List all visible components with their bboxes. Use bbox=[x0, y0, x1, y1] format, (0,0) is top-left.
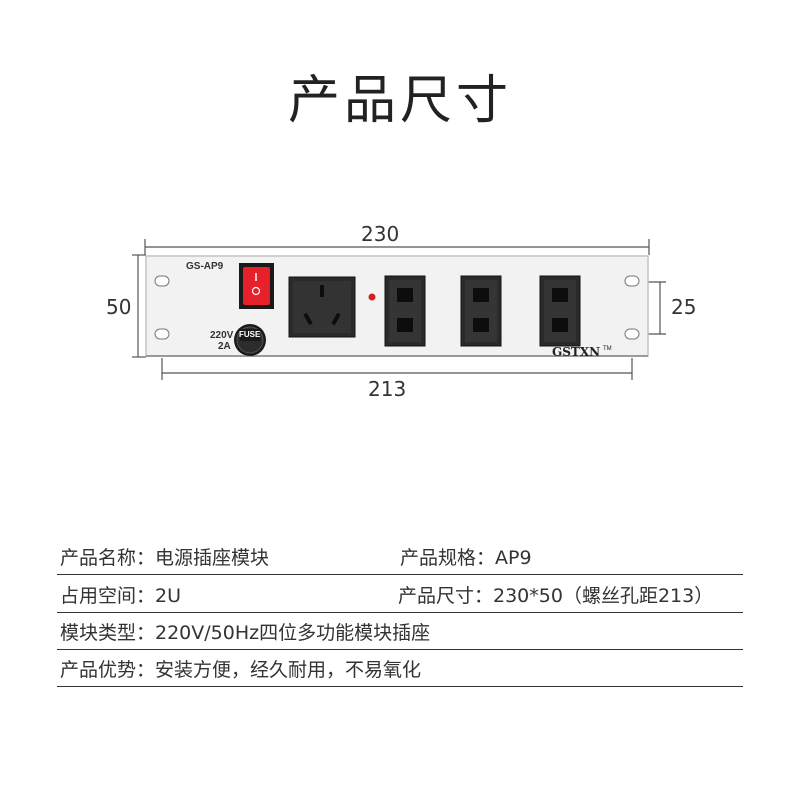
power-switch[interactable] bbox=[239, 263, 274, 309]
model-label: GS-AP9 bbox=[186, 261, 224, 272]
spec-row: 产品名称：电源插座模块 产品规格：AP9 bbox=[57, 537, 743, 575]
hole-horizontal-dimension-label: 213 bbox=[368, 377, 407, 401]
power-indicator-light bbox=[368, 293, 376, 301]
mounting-hole-top-left bbox=[154, 275, 170, 287]
hole-horizontal-dimension-line bbox=[161, 358, 633, 380]
fuse-label: FUSE bbox=[239, 330, 261, 339]
fuse-rating-voltage: 220V bbox=[210, 330, 234, 341]
universal-socket-3[interactable] bbox=[539, 275, 581, 347]
mounting-hole-bottom-left bbox=[154, 328, 170, 340]
spec-row: 占用空间：2U 产品尺寸：230*50（螺丝孔距213） bbox=[57, 575, 743, 613]
page-title: 产品尺寸 bbox=[287, 71, 512, 131]
hole-vertical-dimension-label: 25 bbox=[671, 295, 697, 319]
spec-left: 产品优势：安装方便，经久耐用，不易氧化 bbox=[60, 659, 422, 681]
three-pin-socket[interactable] bbox=[288, 276, 356, 338]
product-drawing: GS-AP9 220V 2A FUSE bbox=[132, 239, 666, 380]
width-dimension-line bbox=[144, 239, 650, 255]
height-dimension-label: 50 bbox=[106, 295, 132, 319]
width-dimension-label: 230 bbox=[361, 222, 400, 246]
fuse-holder[interactable]: FUSE bbox=[234, 324, 266, 356]
height-dimension-line bbox=[132, 254, 146, 358]
universal-socket-1[interactable] bbox=[384, 275, 426, 347]
spec-left: 产品名称：电源插座模块 bbox=[60, 547, 270, 569]
spec-right: 产品规格：AP9 bbox=[400, 547, 532, 569]
universal-socket-2[interactable] bbox=[460, 275, 502, 347]
brand-label: GSTXN bbox=[552, 345, 600, 359]
trademark-label: TM bbox=[603, 346, 612, 352]
mounting-hole-top-right bbox=[624, 275, 640, 287]
spec-left: 模块类型：220V/50Hz四位多功能模块插座 bbox=[60, 622, 431, 644]
fuse-rating-current: 2A bbox=[218, 341, 231, 352]
mounting-hole-bottom-right bbox=[624, 328, 640, 340]
spec-row: 模块类型：220V/50Hz四位多功能模块插座 bbox=[57, 612, 743, 650]
spec-row: 产品优势：安装方便，经久耐用，不易氧化 bbox=[57, 649, 743, 687]
spec-right: 产品尺寸：230*50（螺丝孔距213） bbox=[398, 585, 714, 607]
spec-left: 占用空间：2U bbox=[60, 585, 181, 607]
